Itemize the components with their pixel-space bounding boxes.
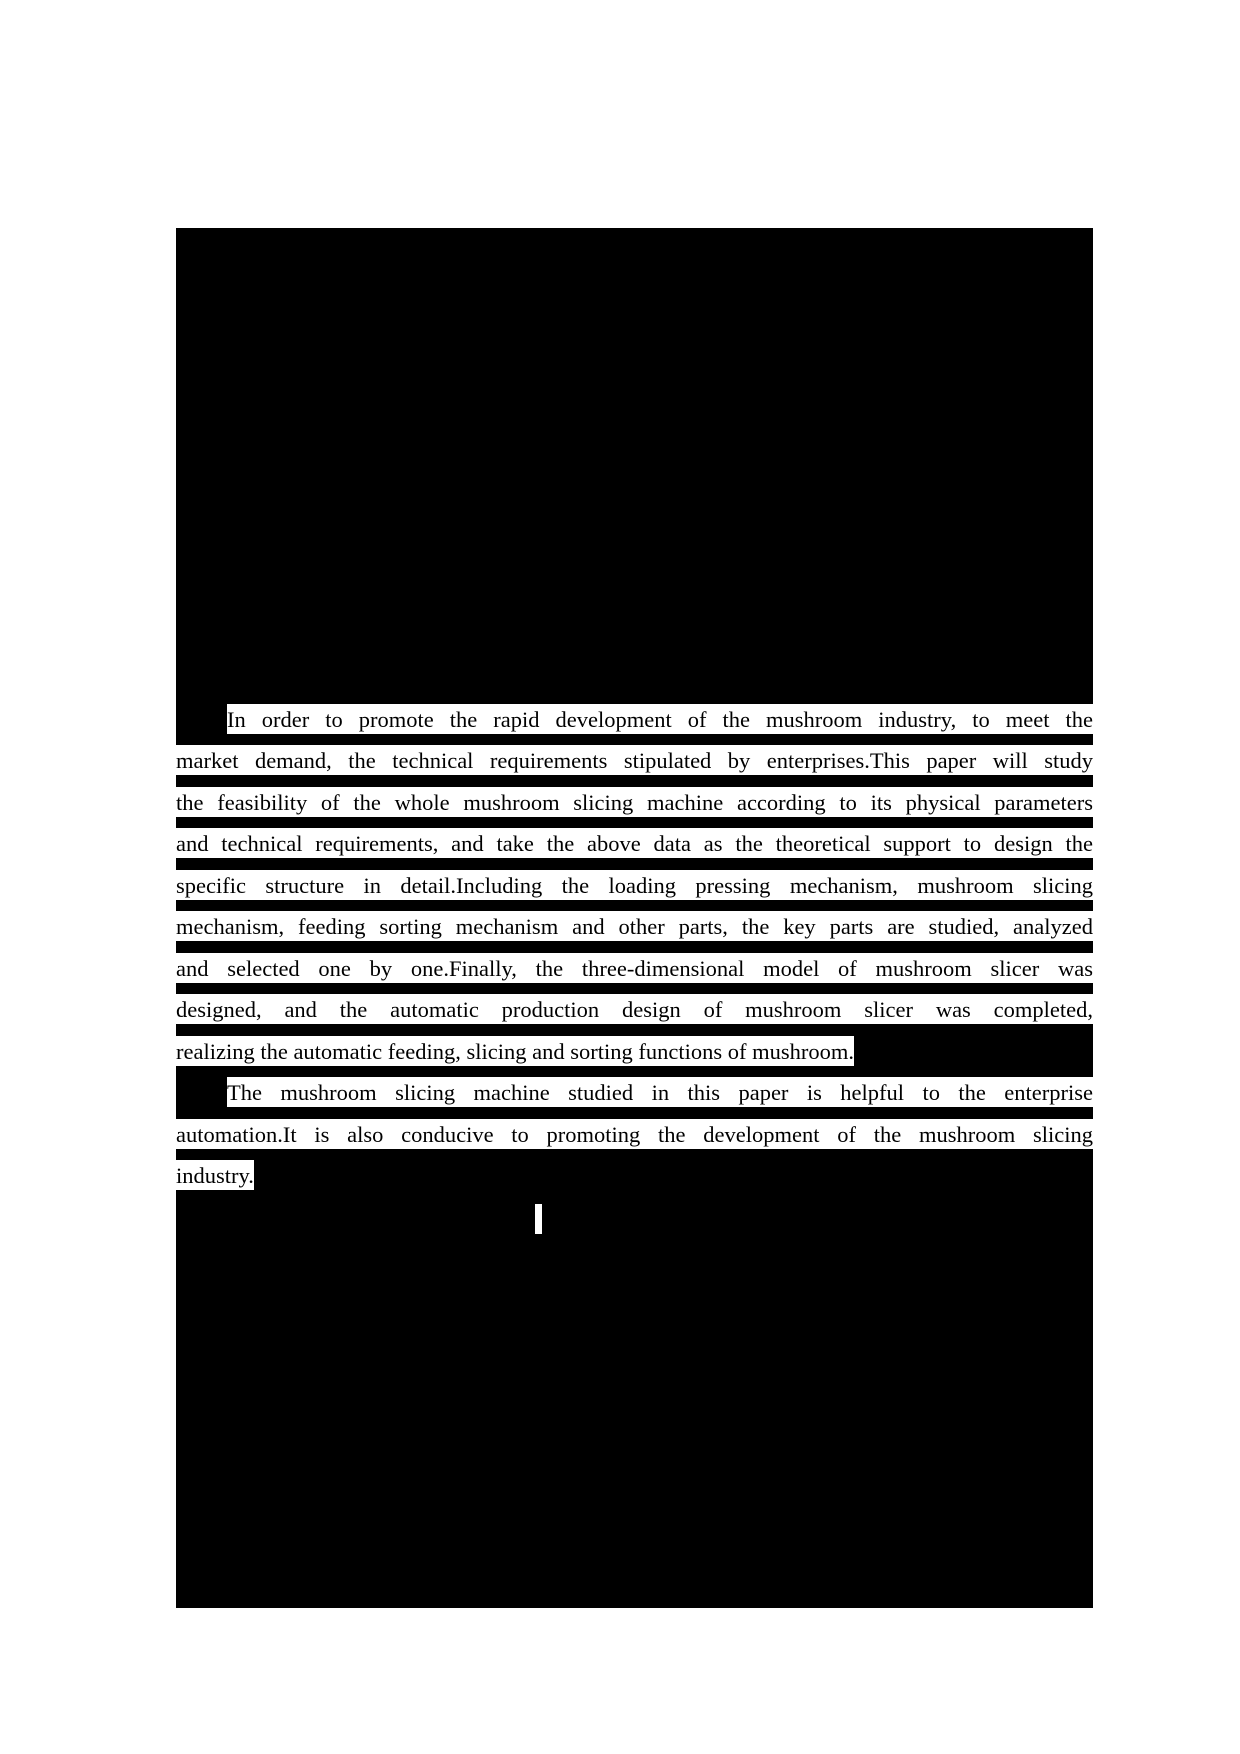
text-line: In order to promote the rapid developmen… bbox=[227, 704, 1093, 734]
paragraph-2-line-3: industry. bbox=[176, 1160, 254, 1190]
text-cursor-mark bbox=[535, 1204, 542, 1234]
text-line: mechanism, feeding sorting mechanism and… bbox=[176, 911, 1093, 941]
paragraph-1-line-2: market demand, the technical requirement… bbox=[176, 745, 1093, 775]
paragraph-1-line-5: specific structure in detail.Including t… bbox=[176, 870, 1093, 900]
text-line: and selected one by one.Finally, the thr… bbox=[176, 953, 1093, 983]
text-line: the feasibility of the whole mushroom sl… bbox=[176, 787, 1093, 817]
text-line: market demand, the technical requirement… bbox=[176, 745, 1093, 775]
text-line: automation.It is also conducive to promo… bbox=[176, 1119, 1093, 1149]
text-line: industry. bbox=[176, 1160, 254, 1190]
paragraph-1-line-9: realizing the automatic feeding, slicing… bbox=[176, 1036, 854, 1066]
text-line: realizing the automatic feeding, slicing… bbox=[176, 1036, 854, 1066]
text-line: designed, and the automatic production d… bbox=[176, 994, 1093, 1024]
paragraph-1-line-7: and selected one by one.Finally, the thr… bbox=[176, 953, 1093, 983]
text-line: and technical requirements, and take the… bbox=[176, 828, 1093, 858]
paragraph-1-line-4: and technical requirements, and take the… bbox=[176, 828, 1093, 858]
paragraph-1-line-1: In order to promote the rapid developmen… bbox=[227, 704, 1093, 734]
text-line: specific structure in detail.Including t… bbox=[176, 870, 1093, 900]
paragraph-1-line-6: mechanism, feeding sorting mechanism and… bbox=[176, 911, 1093, 941]
paragraph-1-line-8: designed, and the automatic production d… bbox=[176, 994, 1093, 1024]
paragraph-1-line-3: the feasibility of the whole mushroom sl… bbox=[176, 787, 1093, 817]
paragraph-2-line-2: automation.It is also conducive to promo… bbox=[176, 1119, 1093, 1149]
paragraph-2-line-1: The mushroom slicing machine studied in … bbox=[227, 1077, 1093, 1107]
text-line: The mushroom slicing machine studied in … bbox=[227, 1077, 1093, 1107]
